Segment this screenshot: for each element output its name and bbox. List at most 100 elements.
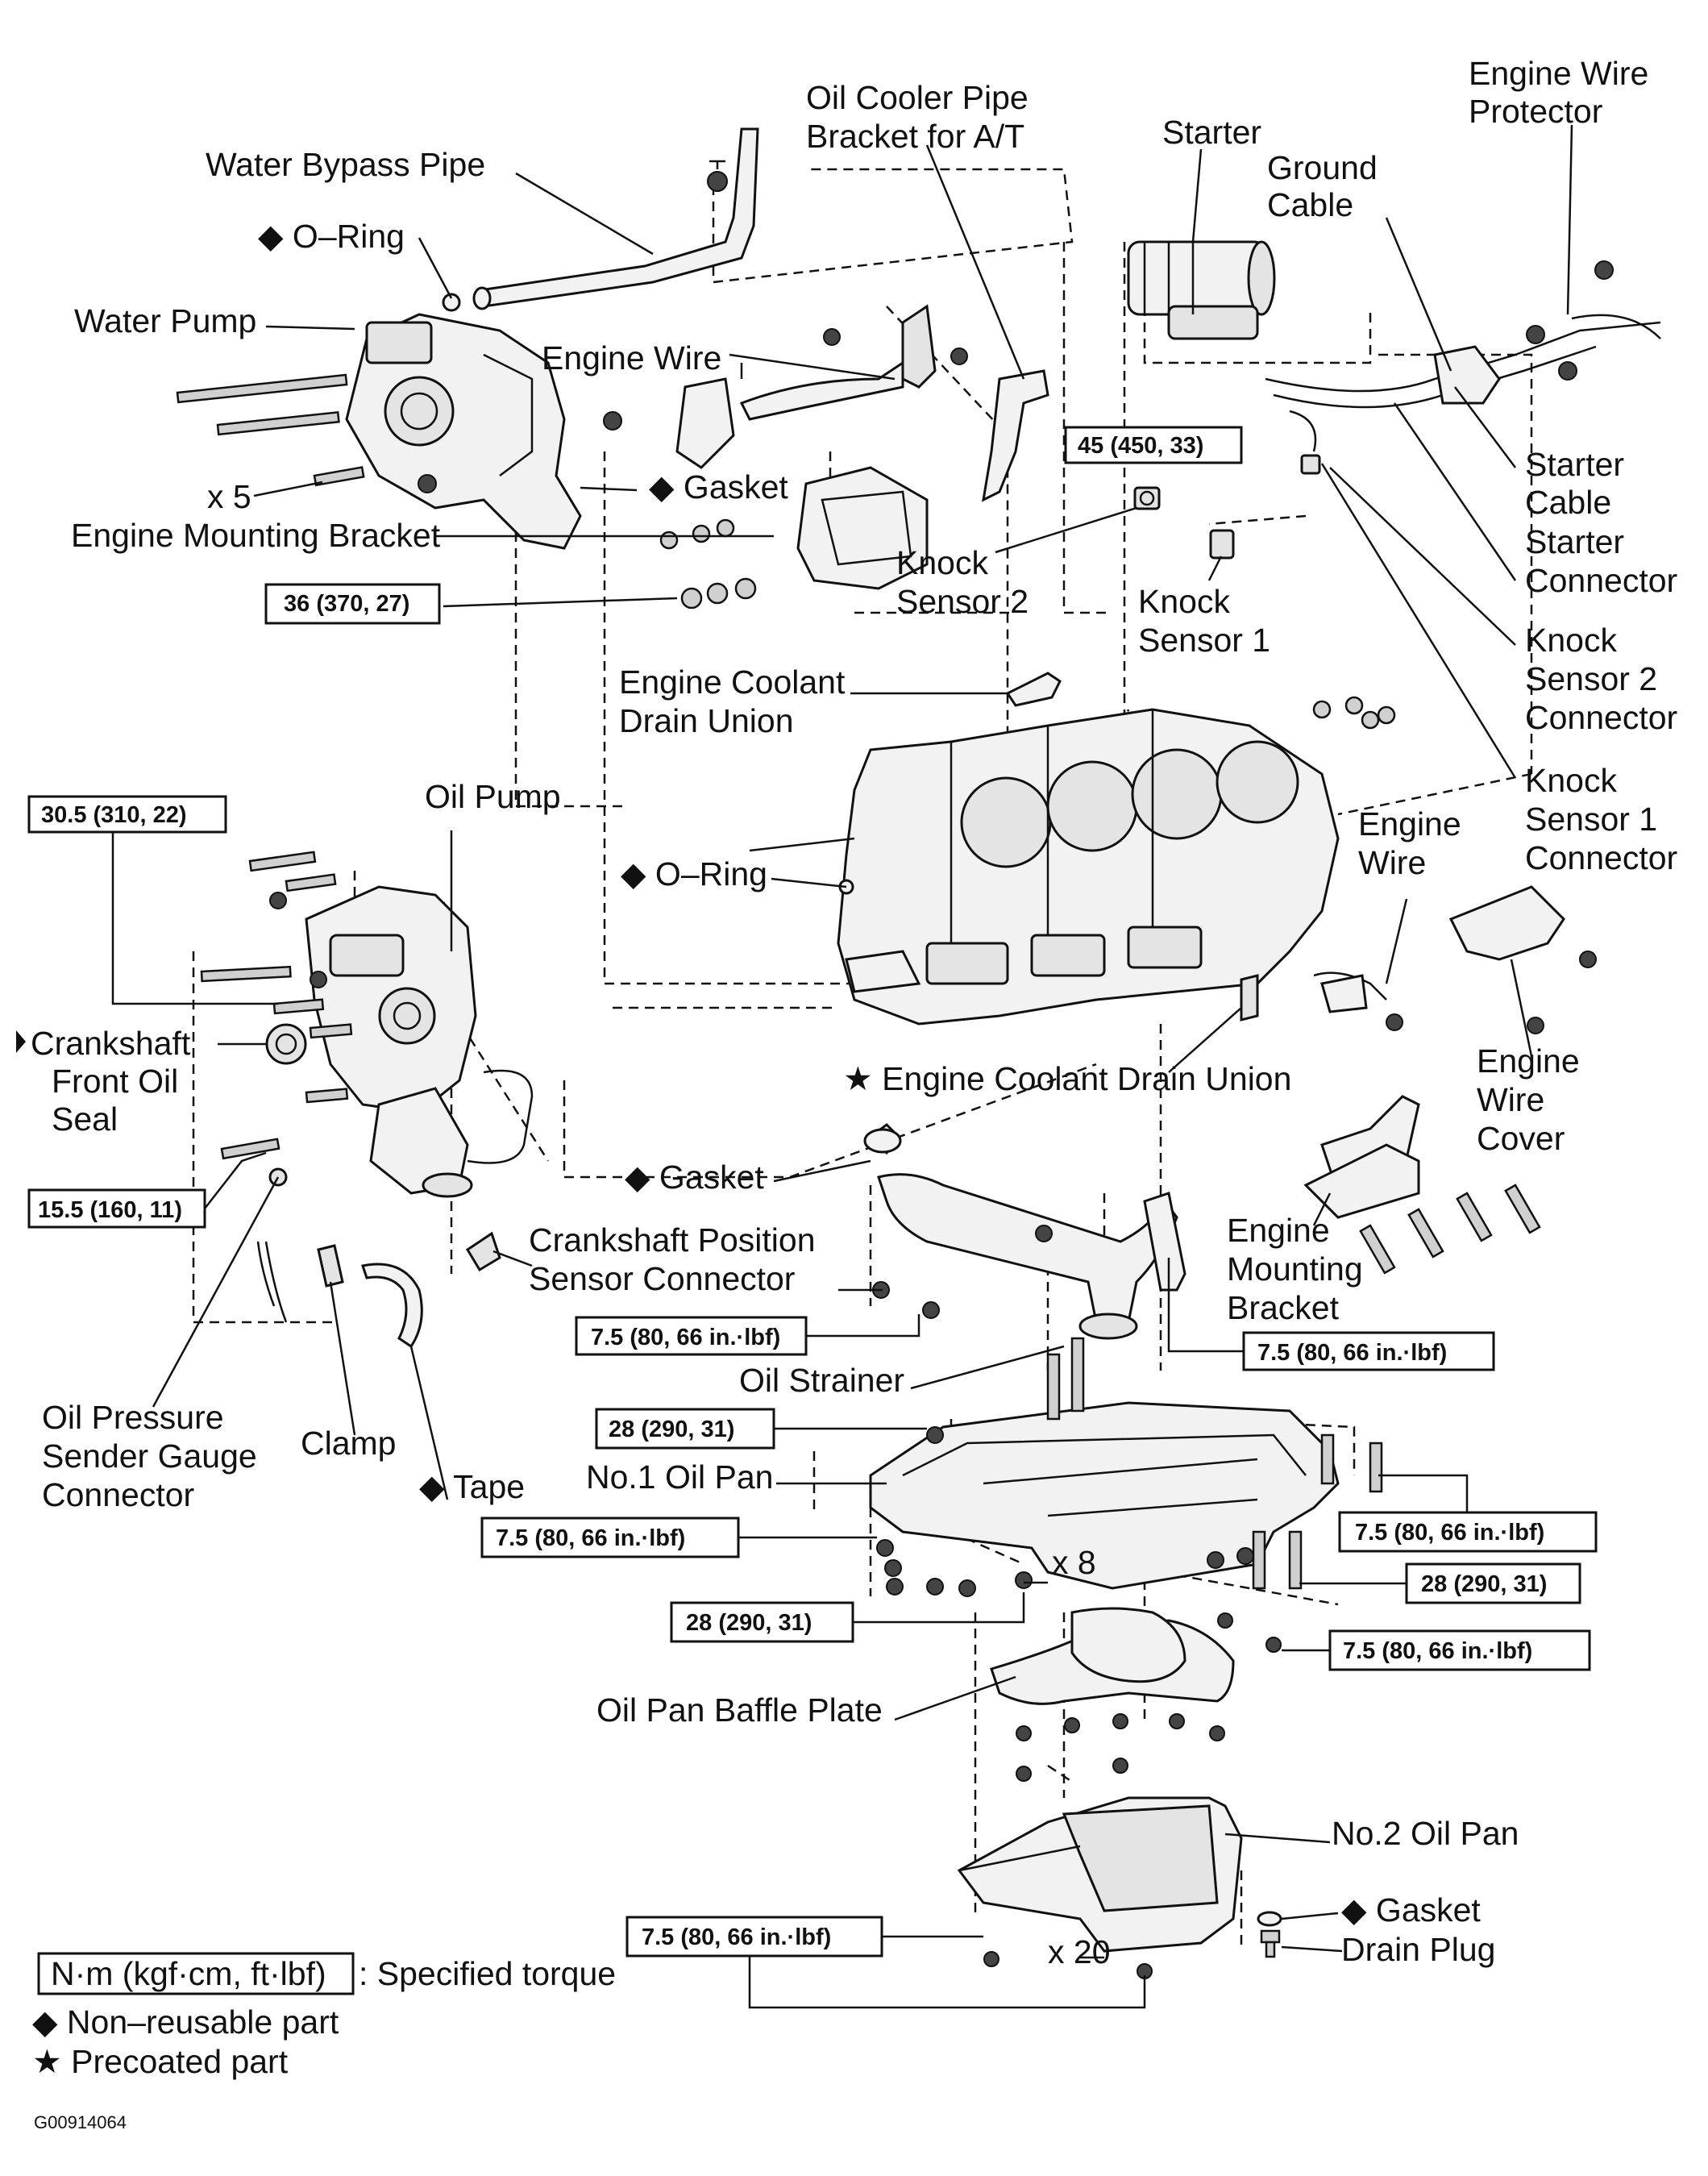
torque-value: 7.5 (80, 66 in.·lbf) — [1355, 1520, 1544, 1546]
label-ground-cable-1: Ground — [1267, 149, 1378, 186]
drain-plug-and-gasket — [1257, 1911, 1282, 1958]
label-engine-wire-cover-3: Cover — [1477, 1120, 1565, 1157]
cylinder-block — [749, 696, 1396, 1026]
label-ks1-connector-1: Knock — [1525, 762, 1617, 799]
figure-code: G00914064 — [34, 2112, 127, 2132]
label-knock-sensor-2-2: Sensor 2 — [896, 583, 1029, 620]
legend-unit-desc: : Specified torque — [359, 1955, 616, 1992]
engine-mounting-bracket-low — [1303, 1095, 1541, 1275]
label-ks2-connector-1: Knock — [1525, 622, 1617, 659]
label-oil-pan-baffle: Oil Pan Baffle Plate — [596, 1691, 883, 1729]
label-crank-pos-sensor-2: Sensor Connector — [529, 1260, 795, 1297]
label-crank-pos-sensor-1: Crankshaft Position — [529, 1221, 816, 1259]
label-coolant-drain-union-1: Engine Coolant — [619, 664, 846, 701]
oil-pump-bolts — [200, 851, 353, 1160]
label-ks1-connector-2: Sensor 1 — [1525, 801, 1657, 838]
oil-cooler-pipe-bracket — [982, 369, 1049, 502]
clamp-and-tape — [256, 1241, 423, 1349]
oil-pan-bolts — [876, 1337, 1383, 1597]
label-gasket-strainer: ◆ Gasket — [625, 1159, 764, 1196]
label-oil-pressure-2: Sender Gauge — [42, 1437, 257, 1475]
oil-pump — [305, 885, 534, 1198]
label-engine-mounting-bracket-top: Engine Mounting Bracket — [71, 517, 441, 554]
torque-box: 15.5 (160, 11) — [27, 1151, 267, 1229]
crankshaft-front-oil-seal — [265, 1023, 307, 1065]
label-ks1-connector-3: Connector — [1525, 839, 1677, 876]
no1-oil-pan — [869, 1401, 1340, 1590]
torque-value: 7.5 (80, 66 in.·lbf) — [591, 1325, 780, 1350]
label-engine-mounting-bracket-low-2: Mounting — [1227, 1250, 1363, 1288]
torque-box: 7.5 (80, 66 in.·lbf) — [1167, 1258, 1495, 1371]
label-drain-plug: Drain Plug — [1341, 1931, 1495, 1968]
label-no2-oil-pan: No.2 Oil Pan — [1332, 1815, 1519, 1852]
label-ground-cable-2: Cable — [1267, 186, 1353, 223]
starter — [1127, 240, 1276, 340]
water-pump-bolts — [176, 373, 622, 493]
label-oil-pump: Oil Pump — [425, 778, 561, 815]
label-starter: Starter — [1162, 114, 1261, 151]
legend-unit-text: N·m (kgf·cm, ft·lbf) — [51, 1955, 326, 1992]
torque-box: 7.5 (80, 66 in.·lbf) — [575, 1314, 920, 1356]
torque-value: 7.5 (80, 66 in.·lbf) — [1343, 1638, 1532, 1664]
torque-box: 28 (290, 31) — [1299, 1562, 1581, 1604]
label-coolant-drain-union-2: Drain Union — [619, 702, 794, 739]
label-starter-cable-2: Cable — [1525, 484, 1611, 521]
oil-pan-baffle-plate — [990, 1607, 1282, 1782]
torque-box: 30.5 (310, 22) — [27, 795, 278, 1005]
label-o-ring-mid: ◆ O–Ring — [621, 855, 767, 892]
torque-box: 28 (290, 31) — [670, 1592, 1025, 1643]
legend-precoated: ★ Precoated part — [32, 2043, 289, 2080]
water-bypass-pipe — [442, 127, 759, 312]
label-knock-sensor-1-2: Sensor 1 — [1138, 622, 1270, 659]
legend-non-reusable: ◆ Non–reusable part — [32, 2003, 339, 2041]
label-crankshaft-seal-3: Seal — [52, 1100, 118, 1138]
legend-unit-box — [37, 1952, 355, 1995]
label-gasket-pump: ◆ Gasket — [649, 468, 788, 506]
label-coolant-drain-union-star: ★ Engine Coolant Drain Union — [843, 1060, 1291, 1097]
gasket-strainer — [863, 1128, 902, 1154]
torque-box: 36 (370, 27) — [264, 583, 441, 625]
knock-sensors — [1133, 454, 1321, 560]
label-knock-sensor-1-1: Knock — [1138, 583, 1230, 620]
torque-value: 45 (450, 33) — [1078, 433, 1203, 459]
ground-and-starter-cables — [1265, 260, 1661, 452]
label-x8: x 8 — [1052, 1544, 1096, 1581]
torque-value: 15.5 (160, 11) — [38, 1197, 182, 1223]
label-engine-mounting-bracket-low-3: Bracket — [1227, 1289, 1340, 1326]
label-ks2-connector-2: Sensor 2 — [1525, 660, 1657, 697]
label-engine-wire-mid-2: Wire — [1358, 844, 1426, 881]
label-engine-wire-protector-1: Engine Wire — [1469, 55, 1648, 92]
no2-oil-pan — [957, 1796, 1243, 1953]
label-engine-wire-cover-1: Engine — [1477, 1042, 1580, 1080]
label-water-bypass-pipe: Water Bypass Pipe — [206, 146, 485, 183]
label-engine-wire-mid-1: Engine — [1358, 805, 1461, 843]
legend: N·m (kgf·cm, ft·lbf) : Specified torque … — [32, 1952, 616, 2132]
label-clamp: Clamp — [301, 1425, 396, 1462]
torque-value: 7.5 (80, 66 in.·lbf) — [642, 1924, 831, 1950]
engine-mounting-bracket-top — [659, 466, 929, 610]
engine-wire-cover — [1448, 885, 1597, 1034]
label-knock-sensor-2-1: Knock — [896, 544, 988, 581]
label-starter-connector-1: Starter — [1525, 523, 1624, 560]
torque-box: 45 (450, 33) — [1064, 426, 1243, 464]
label-engine-wire-protector-2: Protector — [1469, 93, 1602, 130]
torque-value: 36 (370, 27) — [284, 591, 409, 617]
label-tape: ◆ Tape — [419, 1468, 525, 1505]
torque-box: 28 (290, 31) — [595, 1408, 927, 1450]
label-engine-wire-cover-2: Wire — [1477, 1081, 1544, 1118]
torque-value: 28 (290, 31) — [1421, 1571, 1547, 1597]
torque-specs: 45 (450, 33) 36 (370, 27) 30.5 (310, 22)… — [27, 426, 1598, 2009]
label-oil-cooler-pipe-bracket-2: Bracket for A/T — [806, 118, 1024, 155]
water-pump — [345, 313, 582, 550]
label-no1-oil-pan: No.1 Oil Pan — [586, 1458, 773, 1496]
torque-value: 28 (290, 31) — [609, 1417, 734, 1442]
torque-value: 30.5 (310, 22) — [41, 802, 187, 828]
torque-value: 7.5 (80, 66 in.·lbf) — [496, 1525, 685, 1551]
label-gasket-drain: ◆ Gasket — [1341, 1891, 1481, 1928]
torque-box: 7.5 (80, 66 in.·lbf) — [625, 1916, 1146, 2009]
label-x5: x 5 — [207, 478, 251, 515]
crankshaft-position-sensor-connector — [465, 1231, 501, 1272]
label-o-ring-top: ◆ O–Ring — [258, 218, 405, 255]
